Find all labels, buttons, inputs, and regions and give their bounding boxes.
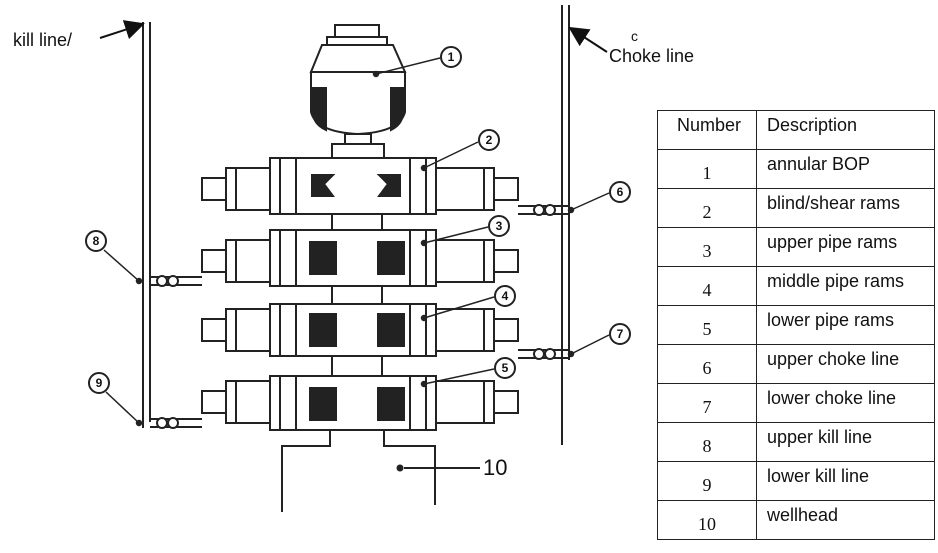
leader-8 xyxy=(103,249,140,282)
choke-line-pipe xyxy=(561,5,570,445)
spool-3 xyxy=(331,355,383,377)
legend-header-row: Number Description xyxy=(657,110,935,150)
legend-description: annular BOP xyxy=(756,149,935,189)
svg-text:8: 8 xyxy=(93,234,100,248)
legend-description: upper kill line xyxy=(756,422,935,462)
legend-number: 7 xyxy=(657,383,757,423)
callout-3: 3 xyxy=(488,215,510,237)
upper-kill-outlet xyxy=(150,275,202,287)
leader-4 xyxy=(423,296,495,319)
legend-number: 9 xyxy=(657,461,757,501)
svg-text:1: 1 xyxy=(448,50,455,64)
svg-text:5: 5 xyxy=(502,361,509,375)
callout-5: 5 xyxy=(494,357,516,379)
svg-text:3: 3 xyxy=(496,219,503,233)
lower-choke-outlet xyxy=(518,348,569,360)
leader-1 xyxy=(375,57,441,75)
lower-kill-outlet xyxy=(150,417,202,429)
wellhead-number-label: 10 xyxy=(483,455,508,480)
ram-upper-pipe xyxy=(201,229,519,287)
kill-line-arrow xyxy=(99,20,145,40)
legend-description: middle pipe rams xyxy=(756,266,935,306)
kill-line-pipe xyxy=(142,22,151,428)
callout-9: 9 xyxy=(88,372,110,394)
svg-text:6: 6 xyxy=(617,185,624,199)
legend-description: blind/shear rams xyxy=(756,188,935,228)
leader-2 xyxy=(423,141,479,169)
wellhead xyxy=(281,430,480,512)
callout-4: 4 xyxy=(494,285,516,307)
callout-1: 1 xyxy=(440,46,462,68)
legend-header-number: Number xyxy=(657,110,757,150)
svg-text:4: 4 xyxy=(502,289,509,303)
leader-5 xyxy=(423,368,495,385)
svg-text:9: 9 xyxy=(96,376,103,390)
callout-8: 8 xyxy=(85,230,107,252)
spool-1 xyxy=(331,213,383,231)
ram-middle-pipe xyxy=(201,303,519,357)
legend-header-description: Description xyxy=(756,110,935,150)
ram-lower-pipe xyxy=(201,375,519,431)
legend-description: lower kill line xyxy=(756,461,935,501)
legend-number: 8 xyxy=(657,422,757,462)
legend-number: 1 xyxy=(657,149,757,189)
spool-2 xyxy=(331,285,383,305)
legend-description: upper choke line xyxy=(756,344,935,384)
choke-line-arrow xyxy=(568,26,608,53)
legend-number: 4 xyxy=(657,266,757,306)
legend-number: 5 xyxy=(657,305,757,345)
legend-description: lower pipe rams xyxy=(756,305,935,345)
legend-number: 10 xyxy=(657,500,757,540)
callout-7: 7 xyxy=(609,323,631,345)
legend-description: lower choke line xyxy=(756,383,935,423)
choke-line-fragment: c xyxy=(631,28,638,44)
upper-choke-outlet xyxy=(518,204,569,216)
kill-line-label: kill line/ xyxy=(13,30,73,50)
legend-description: upper pipe rams xyxy=(756,227,935,267)
callout-6: 6 xyxy=(609,181,631,203)
annular-bop xyxy=(309,24,407,159)
leader-7 xyxy=(570,334,610,355)
choke-line-label: Choke line xyxy=(609,46,695,66)
svg-text:7: 7 xyxy=(617,327,624,341)
legend-description: wellhead xyxy=(756,500,935,540)
ram-blind-shear xyxy=(201,157,519,215)
callout-2: 2 xyxy=(478,129,500,151)
legend-number: 3 xyxy=(657,227,757,267)
legend-number: 6 xyxy=(657,344,757,384)
leader-6 xyxy=(570,192,610,211)
svg-text:2: 2 xyxy=(486,133,493,147)
leader-3 xyxy=(423,226,489,244)
leader-9 xyxy=(105,391,140,424)
legend-number: 2 xyxy=(657,188,757,228)
